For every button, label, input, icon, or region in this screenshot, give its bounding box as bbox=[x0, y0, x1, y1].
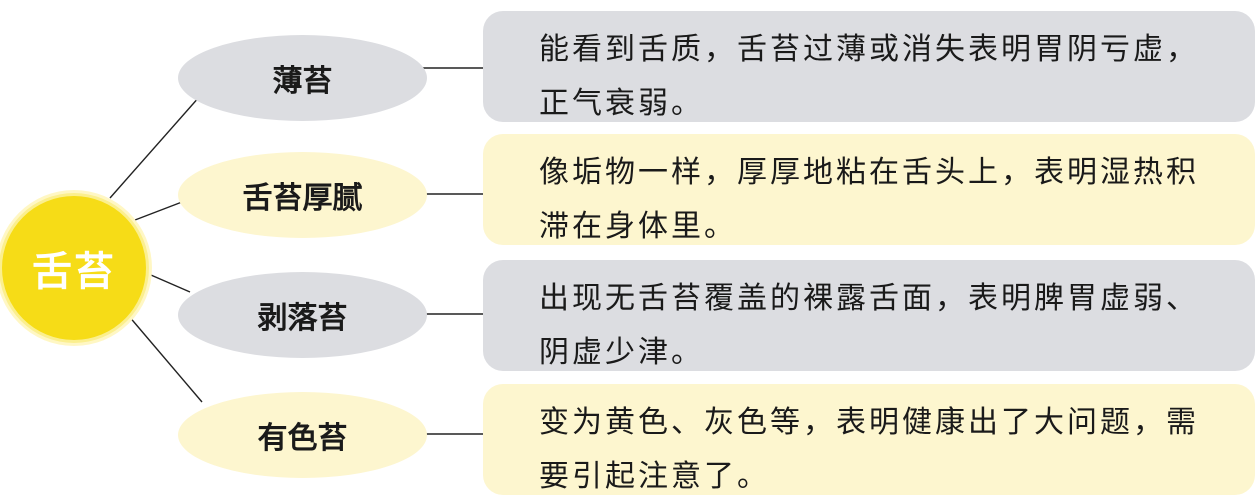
item-label-3: 剥落苔 bbox=[257, 301, 348, 336]
item-label-2: 舌苔厚腻 bbox=[242, 181, 363, 216]
description-box-4: 变为黄色、灰色等，表明健康出了大问题，需要引起注意了。 bbox=[483, 384, 1255, 495]
description-box-2: 像垢物一样，厚厚地粘在舌头上，表明湿热积滞在身体里。 bbox=[483, 134, 1255, 245]
connector-root-to-item-4 bbox=[121, 307, 203, 403]
description-text-2: 像垢物一样，厚厚地粘在舌头上，表明湿热积滞在身体里。 bbox=[539, 155, 1199, 244]
item-label-1: 薄苔 bbox=[272, 64, 333, 99]
connector-root-to-item-3 bbox=[143, 271, 191, 293]
item-node-4: 有色苔 bbox=[178, 392, 427, 478]
description-text-3: 出现无舌苔覆盖的裸露舌面，表明脾胃虚弱、阴虚少津。 bbox=[539, 281, 1199, 370]
description-box-3: 出现无舌苔覆盖的裸露舌面，表明脾胃虚弱、阴虚少津。 bbox=[483, 260, 1255, 371]
connector-root-to-item-1 bbox=[109, 95, 201, 199]
center-label: 舌苔 bbox=[32, 248, 116, 295]
description-text-1: 能看到舌质，舌苔过薄或消失表明胃阴亏虚，正气衰弱。 bbox=[539, 32, 1199, 121]
item-node-2: 舌苔厚腻 bbox=[178, 152, 427, 238]
description-text-4: 变为黄色、灰色等，表明健康出了大问题，需要引起注意了。 bbox=[539, 405, 1199, 494]
item-node-1: 薄苔 bbox=[178, 35, 427, 121]
item-node-3: 剥落苔 bbox=[178, 272, 427, 358]
center-node: 舌苔 bbox=[2, 196, 146, 340]
connector-root-to-item-2 bbox=[134, 201, 183, 221]
description-box-1: 能看到舌质，舌苔过薄或消失表明胃阴亏虚，正气衰弱。 bbox=[483, 11, 1255, 122]
item-label-4: 有色苔 bbox=[257, 421, 348, 456]
